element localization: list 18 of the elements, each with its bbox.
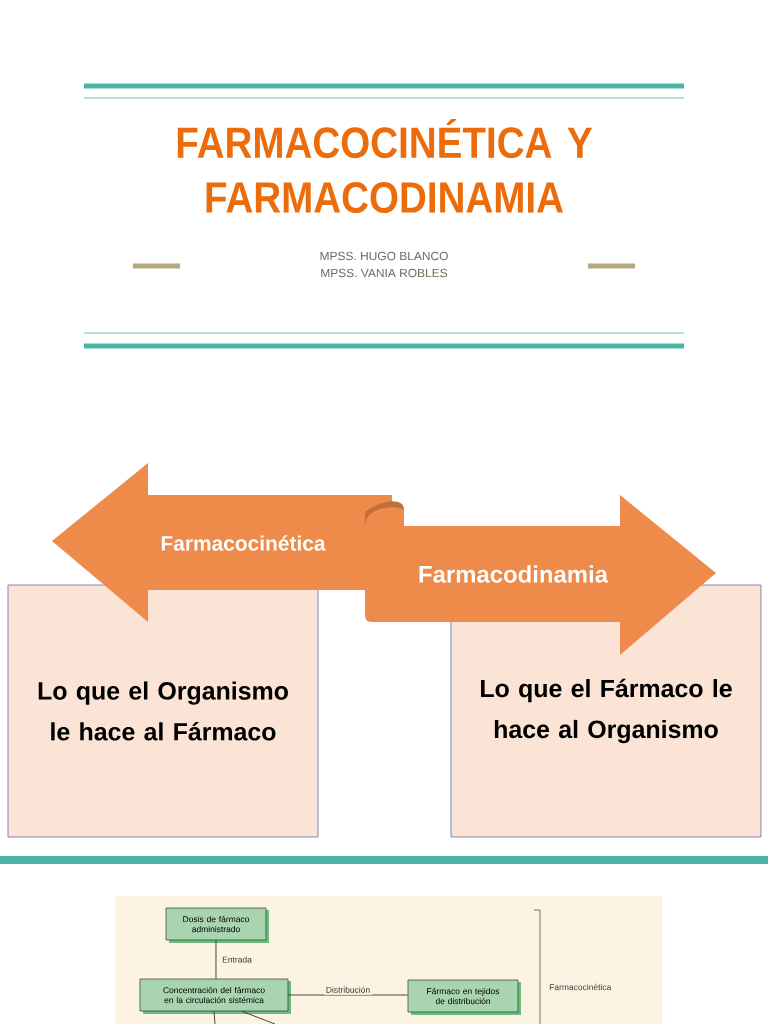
- edge-label: Entrada: [220, 954, 254, 965]
- process-box: Fármaco en tejidos de distribución: [407, 979, 521, 1015]
- edge-label: Distribución: [323, 984, 373, 995]
- ribbon-banner: Farmacocinética: [52, 463, 392, 622]
- connector-line: [213, 1010, 216, 1024]
- text-box: Lo que el Organismo le hace al Fármaco: [7, 584, 319, 838]
- connector-line: [241, 1010, 276, 1024]
- node-label: Farmacodinamia: [419, 565, 609, 583]
- process-box: Concentración del fármaco en la circulación sistémica: [139, 978, 291, 1014]
- process-box: Dosis de fármaco administrado: [165, 907, 269, 943]
- connector-line: [287, 994, 409, 996]
- node-label: Farmacocinética: [161, 535, 326, 551]
- connector-line: [215, 939, 217, 980]
- bracket-label: Farmacocinética: [549, 983, 612, 991]
- ribbon-banner: Farmacodinamia: [365, 495, 716, 655]
- author-name: MPSS. VANIA ROBLES: [321, 268, 448, 278]
- title: FARMACOCINÉTICA Y FARMACODINAMIA: [177, 119, 593, 214]
- author-name: MPSS. HUGO BLANCO: [320, 251, 448, 261]
